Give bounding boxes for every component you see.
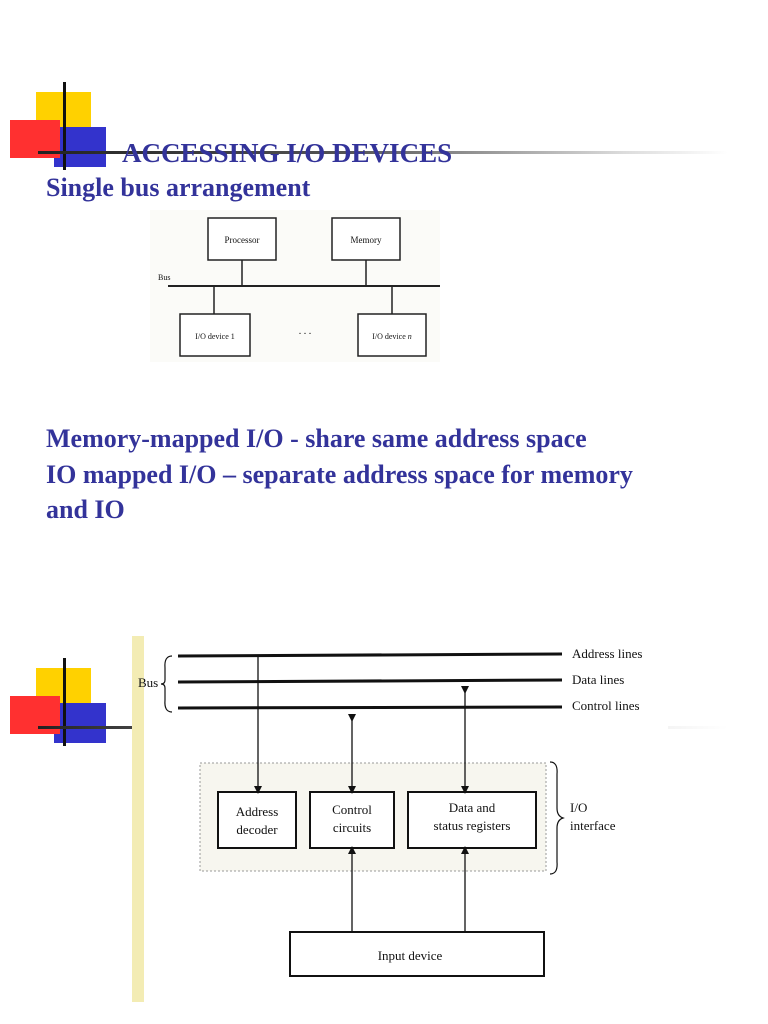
page-edge-strip (132, 636, 144, 1002)
processor-label: Processor (225, 235, 260, 245)
data-lines-label: Data lines (572, 672, 624, 687)
memory-label: Memory (351, 235, 382, 245)
control-line (177, 705, 563, 710)
logo-blue-square (54, 127, 106, 167)
slide-title: ACCESSING I/O DEVICES (122, 138, 453, 168)
logo-blue-square (54, 703, 106, 743)
address-line (177, 652, 563, 658)
title-rule (38, 151, 728, 154)
text-io-mapped: IO mapped I/O – separate address space f… (46, 460, 633, 489)
slide-logo-top (8, 82, 108, 170)
io-interface-diagram: Bus Address lines Data lines Control lin… (132, 636, 668, 1002)
data-line (177, 678, 563, 684)
io-device-1-label: I/O device 1 (195, 332, 235, 341)
control-lines-label: Control lines (572, 698, 640, 713)
text-memory-mapped: Memory-mapped I/O - share same address s… (46, 424, 587, 453)
address-decoder-box (217, 791, 297, 849)
io-device-1-box (179, 313, 251, 357)
devices-ellipsis: . . . (299, 326, 312, 337)
single-bus-diagram: Processor Memory Bus I/O device 1 . . . … (150, 210, 440, 362)
slide-subtitle: Single bus arrangement (46, 173, 311, 202)
io-device-n-box (357, 313, 427, 357)
memory-box (331, 217, 401, 261)
io-device-n-label: I/O device n (372, 332, 412, 341)
logo-vertical-bar (63, 658, 66, 746)
io-interface-brace (549, 761, 565, 875)
bus-brace (160, 655, 173, 713)
bus-label: Bus (158, 273, 170, 282)
processor-box (207, 217, 277, 261)
bus-label: Bus (138, 675, 158, 690)
data-status-registers-box (407, 791, 537, 849)
slide-logo-bottom (8, 658, 108, 746)
input-device-box (289, 931, 545, 977)
address-lines-label: Address lines (572, 646, 642, 661)
input-device-label: Input device (378, 948, 443, 963)
logo-vertical-bar (63, 82, 66, 170)
text-and-io: and IO (46, 495, 125, 524)
